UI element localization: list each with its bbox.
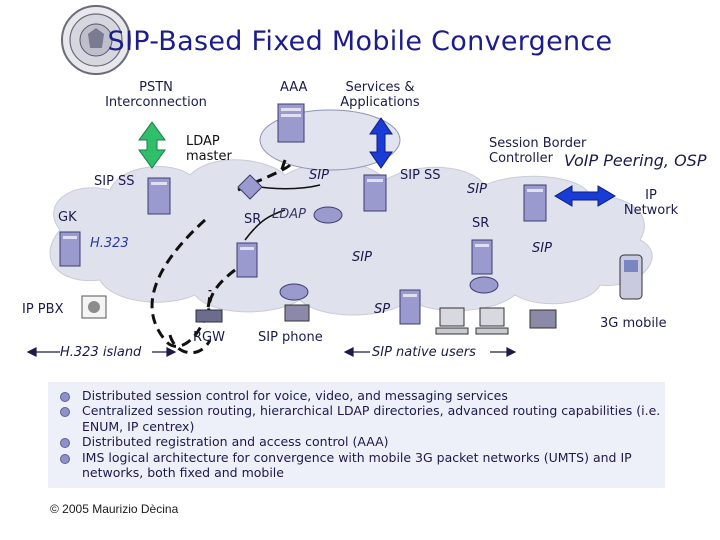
h323-label: H.323 <box>90 236 129 251</box>
gk-label: GK <box>58 210 77 225</box>
ldap-label: LDAP <box>272 207 306 222</box>
server-icon <box>472 240 492 274</box>
sip-native-users-label: SIP native users <box>372 345 476 360</box>
phone-icon <box>285 305 309 321</box>
router-icon <box>470 277 498 293</box>
services-label: Services & Applications <box>332 80 428 110</box>
bullet-icon <box>60 407 70 417</box>
server-icon <box>278 104 304 142</box>
server-icon <box>237 243 257 277</box>
ip-pbx-label: IP PBX <box>22 302 63 317</box>
bullet-item: Centralized session routing, hierarchica… <box>58 403 665 434</box>
voip-peering-label: VoIP Peering, OSP <box>564 153 706 168</box>
ip-pbx-icon <box>82 296 106 318</box>
sip-far-right-label: SIP <box>532 241 552 256</box>
mobile-3g-label: 3G mobile <box>600 316 667 331</box>
sp-label: SP <box>374 302 390 317</box>
pstn-arrow <box>139 122 165 168</box>
bullet-icon <box>60 454 70 464</box>
bullet-icon <box>60 438 70 448</box>
bullet-item: Distributed session control for voice, v… <box>58 388 665 403</box>
bullet-panel: Distributed session control for voice, v… <box>48 382 665 488</box>
residential-gateway-icon <box>196 310 222 322</box>
sip-center-label: SIP <box>352 250 372 265</box>
ldap-master-label: LDAP master <box>186 134 232 164</box>
ip-network-label: IP Network <box>618 188 684 218</box>
workstation-icon <box>436 308 468 334</box>
mobile-phone-icon <box>620 255 642 299</box>
workstation-icon <box>476 308 508 334</box>
server-icon <box>524 185 546 221</box>
bullet-item: IMS logical architecture for convergence… <box>58 450 665 481</box>
router-icon <box>280 284 308 300</box>
aaa-label: AAA <box>280 80 307 95</box>
bullet-icon <box>60 392 70 402</box>
phone-icon <box>530 310 556 328</box>
server-icon <box>400 290 420 324</box>
copyright: © 2005 Maurizio Dècina <box>50 502 178 516</box>
sip-top-label: SIP <box>309 168 329 183</box>
ip-cloud <box>50 160 652 315</box>
server-icon <box>148 178 170 214</box>
sip-ss-left-label: SIP SS <box>94 174 135 189</box>
h323-island-label: H.323 island <box>60 345 141 360</box>
server-icon <box>60 232 80 266</box>
router-icon <box>314 207 342 223</box>
sip-ss-mid-label: SIP SS <box>400 168 441 183</box>
server-icon <box>364 175 386 211</box>
bullet-item: Distributed registration and access cont… <box>58 434 665 449</box>
pstn-label: PSTN Interconnection <box>96 80 216 110</box>
page-title: SIP-Based Fixed Mobile Convergence <box>0 26 720 57</box>
rgw-label: RGW <box>193 330 225 345</box>
sip-right-label: SIP <box>467 182 487 197</box>
sip-phone-label: SIP phone <box>258 330 323 345</box>
sr-right-label: SR <box>472 216 489 231</box>
sr-left-label: SR <box>244 212 261 227</box>
